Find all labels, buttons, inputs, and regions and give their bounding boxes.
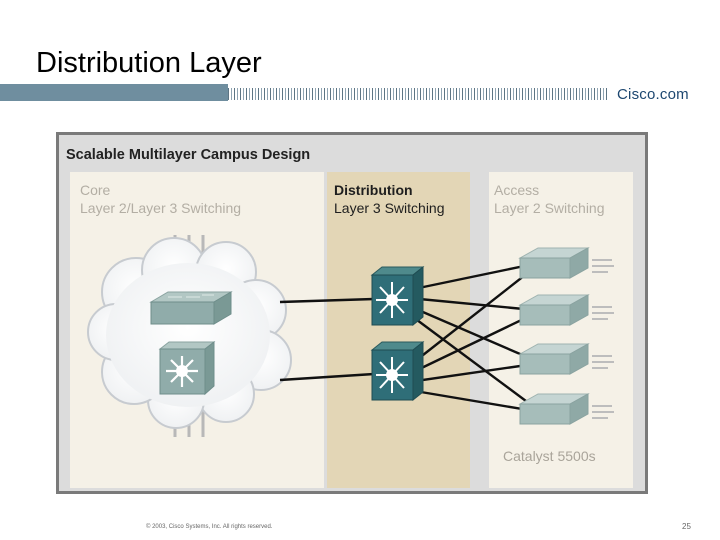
footer-copyright: © 2003, Cisco Systems, Inc. All rights r… bbox=[146, 524, 273, 530]
core-distribution-links bbox=[279, 297, 375, 382]
core-router-icon bbox=[158, 340, 216, 396]
diagram-heading: Scalable Multilayer Campus Design bbox=[66, 147, 310, 163]
distribution-access-links bbox=[408, 262, 535, 413]
access-switch-2-icon bbox=[518, 294, 614, 326]
title-bar bbox=[0, 84, 228, 101]
access-title: Access bbox=[494, 182, 539, 198]
access-caption: Catalyst 5500s bbox=[503, 448, 596, 464]
access-panel bbox=[489, 172, 633, 488]
distribution-panel bbox=[327, 172, 470, 488]
distribution-switch-2-icon bbox=[370, 340, 425, 402]
distribution-title: Distribution bbox=[334, 182, 413, 198]
title-barcode-strip bbox=[228, 88, 608, 100]
cisco-logo: Cisco.com bbox=[617, 86, 689, 103]
access-subtitle: Layer 2 Switching bbox=[494, 200, 605, 216]
core-title: Core bbox=[80, 182, 111, 198]
access-switch-3-icon bbox=[518, 343, 614, 375]
core-subtitle: Layer 2/Layer 3 Switching bbox=[80, 200, 241, 216]
distribution-switch-1-icon bbox=[370, 265, 425, 327]
access-switch-4-icon bbox=[518, 393, 614, 425]
slide-title: Distribution Layer bbox=[36, 47, 262, 79]
core-switch-icon bbox=[149, 291, 233, 325]
campus-design-diagram: Scalable Multilayer Campus Design Core L… bbox=[56, 132, 648, 494]
distribution-subtitle: Layer 3 Switching bbox=[334, 200, 445, 216]
access-switch-1-icon bbox=[518, 247, 614, 279]
page-number: 25 bbox=[682, 522, 691, 531]
